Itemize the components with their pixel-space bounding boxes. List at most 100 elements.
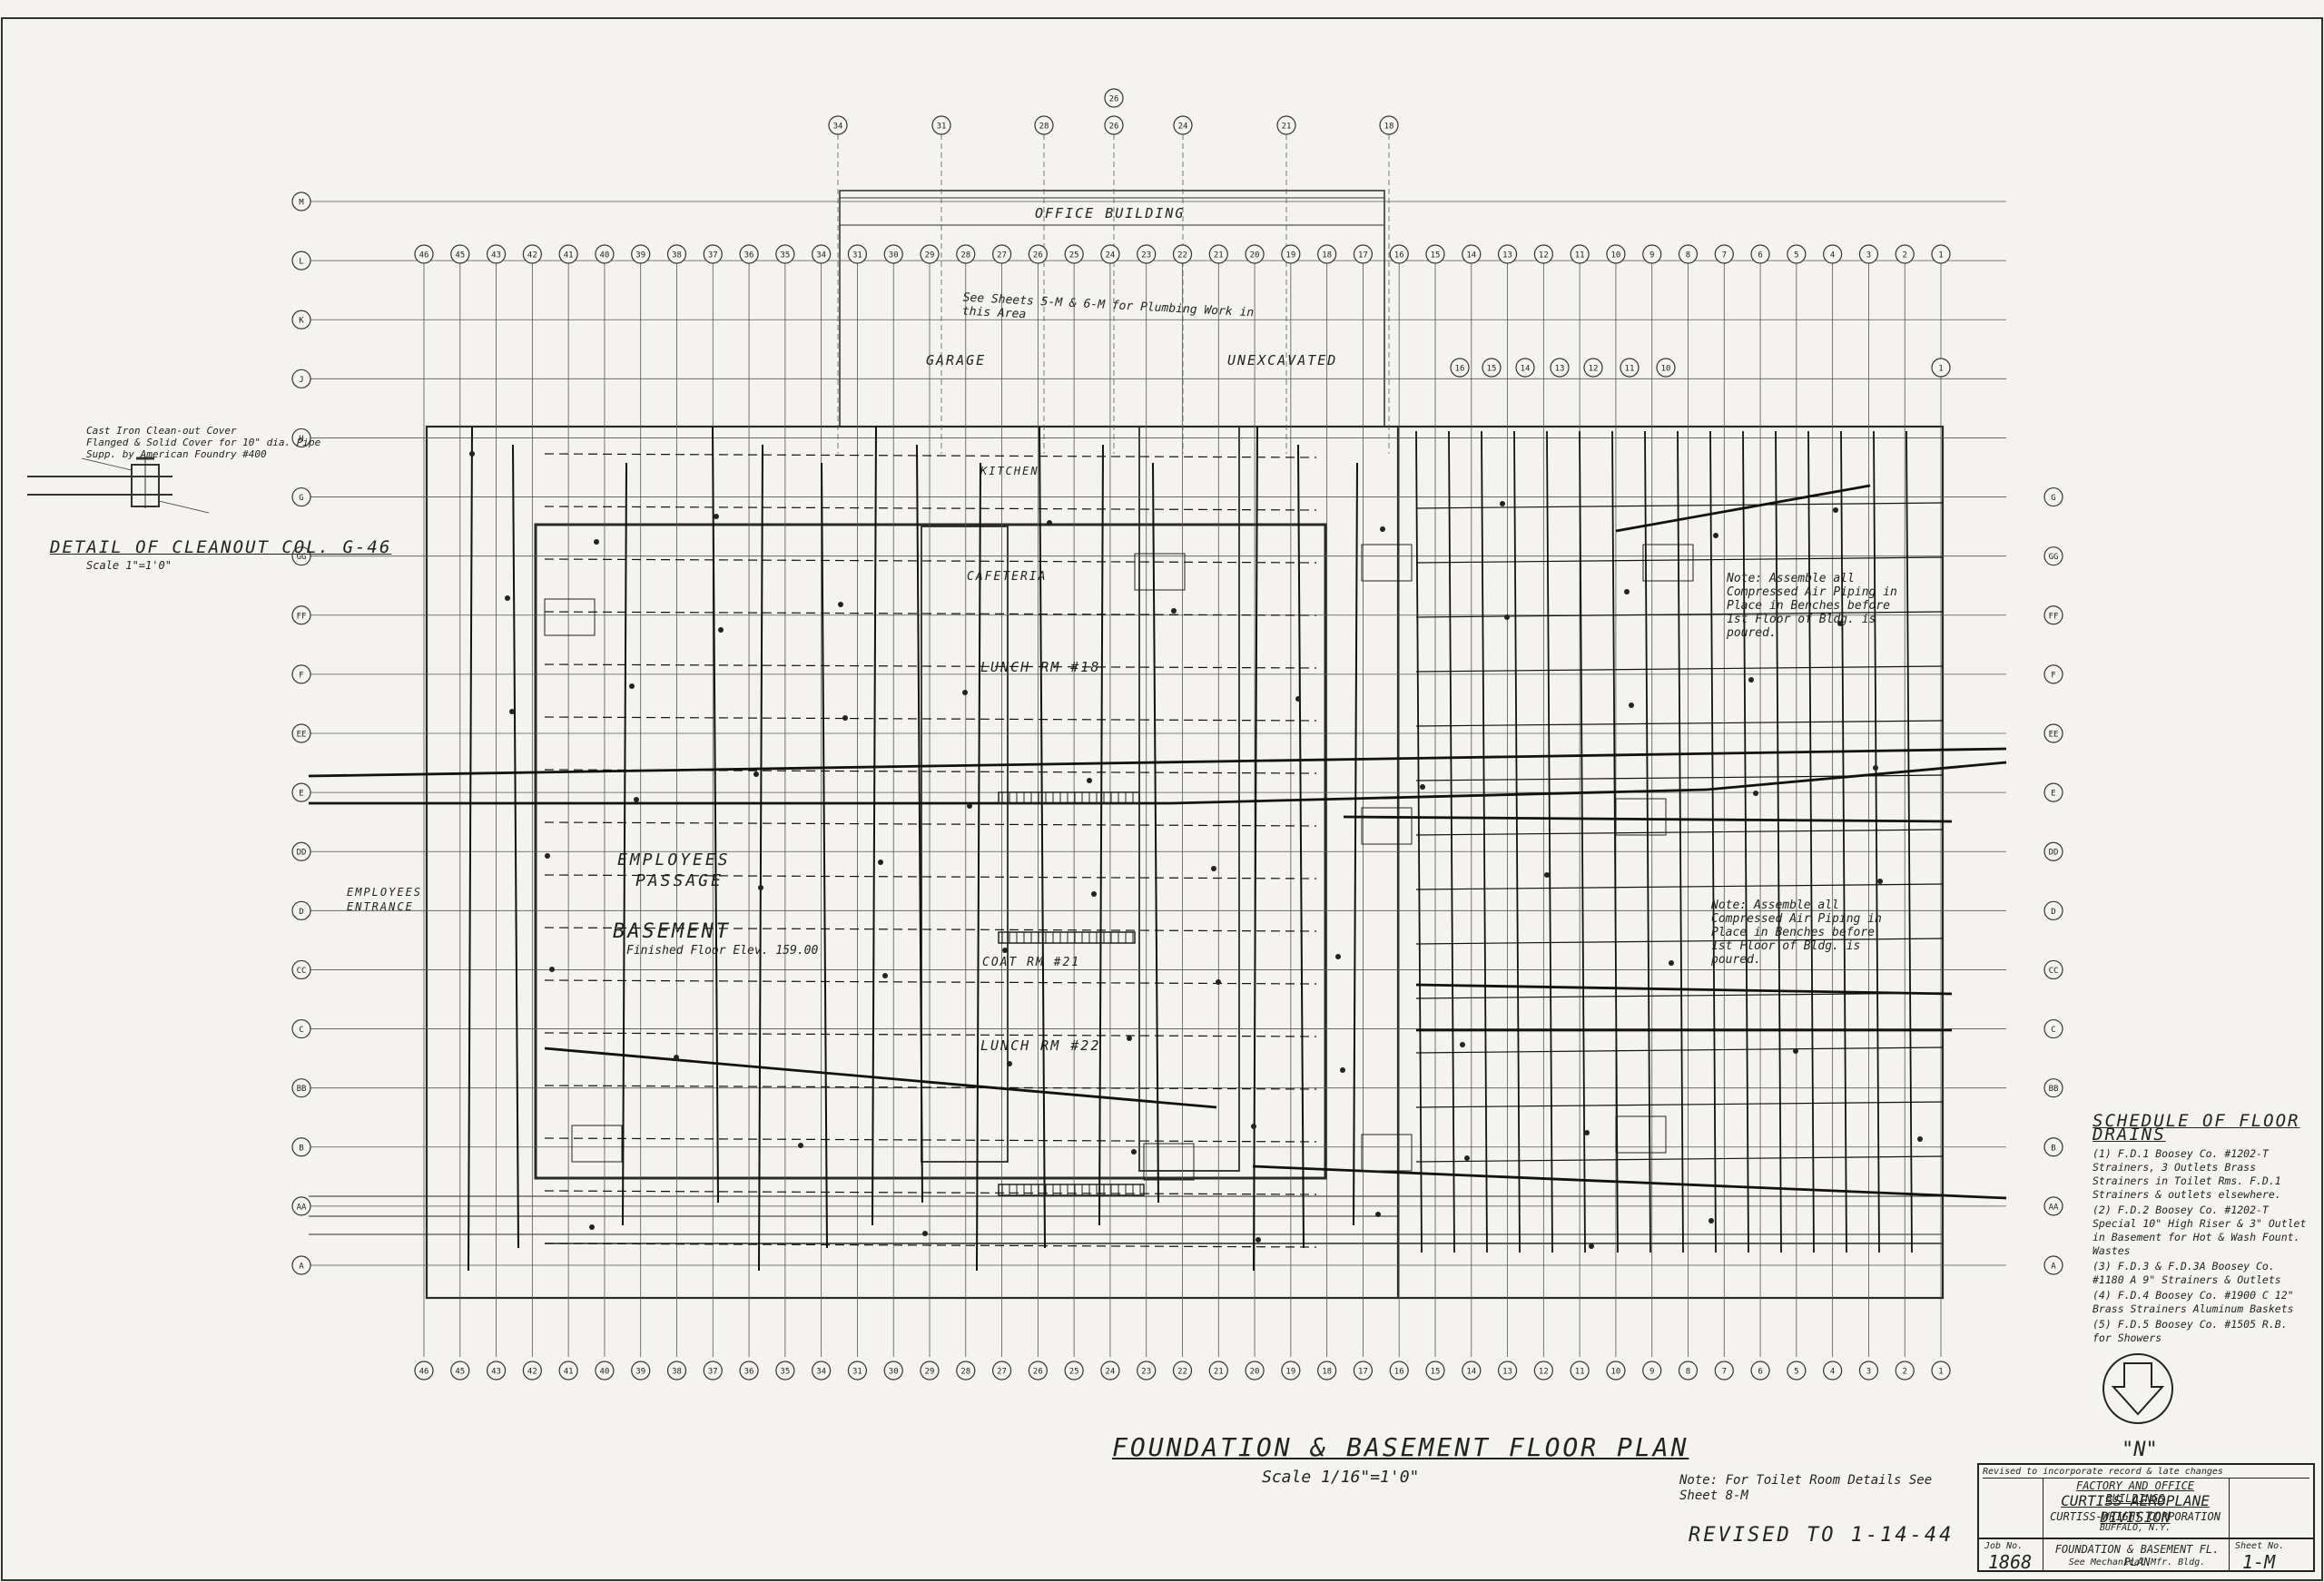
grid-bubble-label: 24 <box>1178 123 1188 132</box>
floor-drain <box>505 595 510 601</box>
grid-bubble <box>1714 1361 1734 1381</box>
grid-bubble <box>558 244 578 264</box>
grid-bubble <box>1172 1361 1193 1381</box>
wash-fountain-row <box>998 1184 1145 1196</box>
grid-bubble-label: 46 <box>419 1368 429 1377</box>
grid-bubble-label: 18 <box>1322 251 1332 260</box>
grid-bubble-label: DD <box>297 849 307 858</box>
grid-bubble-label: 17 <box>1358 1368 1368 1377</box>
grid-bubble-label: 11 <box>1575 251 1585 260</box>
grid-bubble <box>2043 546 2063 566</box>
grid-bubble <box>2043 1137 2063 1157</box>
grid-bubble-label: 15 <box>1431 251 1441 260</box>
grid-bubble <box>1787 1361 1807 1381</box>
grid-bubble-label: B <box>2051 1144 2055 1153</box>
grid-bubble-label: 8 <box>1686 1368 1690 1377</box>
room-unexcavated: UNEXCAVATED <box>1227 352 1338 368</box>
grid-bubble <box>1620 358 1640 378</box>
floor-drain <box>1709 1218 1714 1223</box>
grid-bubble <box>2043 1196 2063 1216</box>
grid-bubble <box>1895 1361 1915 1381</box>
branch-line <box>544 453 1317 458</box>
grid-bubble <box>291 1196 311 1216</box>
grid-bubble <box>450 244 470 264</box>
grid-bubble-label: 24 <box>1106 1368 1116 1377</box>
floor-drain <box>1007 1061 1012 1066</box>
floor-drain <box>1748 677 1754 683</box>
grid-bubble <box>1678 1361 1699 1381</box>
factory-drain-run <box>1513 430 1521 1253</box>
grid-bubble-label: 13 <box>1502 1368 1512 1377</box>
grid-bubble-label: AA <box>297 1203 307 1212</box>
grid-bubble-label: 6 <box>1758 1368 1762 1377</box>
grid-bubble-label: 34 <box>816 1368 826 1377</box>
grid-bubble <box>1064 1361 1084 1381</box>
cleanout-detail <box>27 457 210 514</box>
grid-bubble <box>1642 1361 1662 1381</box>
grid-bubble-label: 25 <box>1069 1368 1079 1377</box>
grid-bubble <box>847 1361 868 1381</box>
grid-bubble <box>291 192 311 211</box>
drain-run <box>821 462 828 1249</box>
grid-bubble-label: 20 <box>1250 1368 1260 1377</box>
floor-drain <box>1500 501 1505 506</box>
factory-drain-run <box>1644 430 1651 1253</box>
grid-bubble <box>1583 358 1603 378</box>
drain-run <box>1297 444 1305 1249</box>
toilet-room <box>1361 807 1413 845</box>
note-compressed-air-2: Note: Assemble all Compressed Air Piping… <box>1711 899 1882 967</box>
grid-bubble <box>1281 1361 1301 1381</box>
factory-drain-run <box>1709 430 1717 1253</box>
grid-bubble-label: CC <box>2049 967 2059 976</box>
drain-run <box>1098 444 1104 1226</box>
note-compressed-air-1: Note: Assemble all Compressed Air Piping… <box>1727 572 1897 640</box>
grid-bubble-label: 26 <box>1109 95 1119 104</box>
grid-bubble-label: 41 <box>564 1368 574 1377</box>
drain-piping <box>308 426 2007 1272</box>
grid-bubble-label: 14 <box>1466 251 1476 260</box>
grid-bubble <box>291 427 311 448</box>
grid-bubbles: 4646454543434242414140403939383837373636… <box>291 88 2063 1381</box>
grid-bubble-label: 1 <box>1938 251 1943 260</box>
main-drain-line <box>1415 983 1953 996</box>
toilet-room <box>544 598 596 636</box>
branch-line <box>544 927 1317 932</box>
grid-bubble-label: 16 <box>1394 1368 1404 1377</box>
floor-drain <box>1837 621 1843 626</box>
floor-drain <box>1171 608 1177 614</box>
toilet-room <box>1134 553 1186 591</box>
floor-drain <box>1375 1212 1381 1217</box>
grid-bubble <box>595 244 615 264</box>
grid-bubble <box>1281 244 1301 264</box>
floor-drain <box>1460 1042 1465 1047</box>
floor-drain <box>1256 1237 1261 1243</box>
grid-bubble-label: 34 <box>816 251 826 260</box>
floor-drain <box>714 514 719 519</box>
grid-bubble <box>1100 244 1120 264</box>
grid-bubble <box>1858 244 1879 264</box>
grid-bubble-label: 21 <box>1214 251 1224 260</box>
grid-bubble <box>2043 900 2063 920</box>
grid-bubble <box>486 244 507 264</box>
floor-drain <box>1131 1149 1137 1155</box>
floor-drain <box>718 627 724 633</box>
drain-run <box>1253 426 1258 1272</box>
grid-bubble <box>1714 244 1734 264</box>
floor-drain <box>1464 1155 1470 1161</box>
grid-bubble <box>1172 244 1193 264</box>
grid-bubble-label: 39 <box>635 251 645 260</box>
room-lunch-22: LUNCH RM #22 <box>980 1037 1101 1054</box>
grid-bubble <box>1533 1361 1553 1381</box>
grid-bubble <box>1245 1361 1265 1381</box>
grid-bubble-label: F <box>2051 671 2055 680</box>
floor-drain <box>842 715 848 721</box>
grid-bubble-label: 14 <box>1466 1368 1476 1377</box>
grid-bubble-label: CC <box>297 967 307 976</box>
title-block-sheet-label: Sheet No. <box>2235 1541 2285 1551</box>
floor-drain <box>1873 765 1878 771</box>
grid-bubble-label: D <box>2051 908 2055 917</box>
schedule-item: (4) F.D.4 Boosey Co. #1900 C 12" Brass S… <box>2093 1289 2294 1315</box>
grid-bubble <box>1353 1361 1374 1381</box>
building-structure <box>309 190 1945 1300</box>
grid-bubble-label: 36 <box>744 1368 754 1377</box>
